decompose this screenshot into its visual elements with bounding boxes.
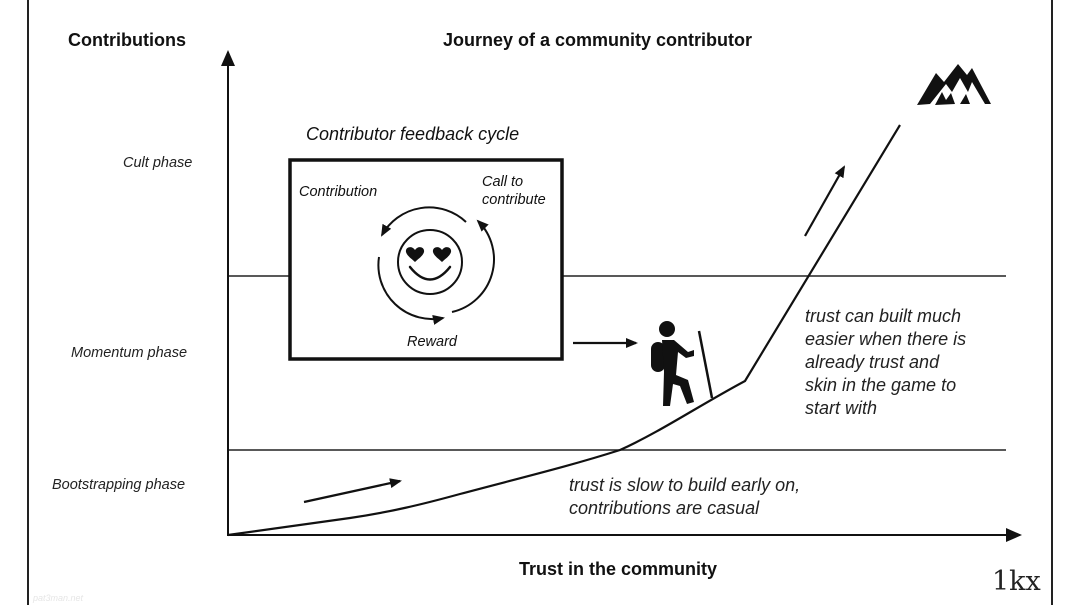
annotation-line: easier when there is [805,329,967,349]
x-axis-label: Trust in the community [519,559,718,579]
y-axis-label: Contributions [68,30,186,50]
feedback-cycle-title: Contributor feedback cycle [306,124,520,144]
annotation-line: trust can built much [805,306,962,326]
frame-left-border [27,0,29,605]
annotation-momentum: trust can built much easier when there i… [805,305,966,420]
annotation-line: trust is slow to build early on, [569,475,801,495]
diagram-title: Journey of a community contributor [443,30,753,50]
annotation-line: contributions are casual [569,498,760,518]
cycle-label-call-to-contribute: Call to contribute [482,173,546,209]
phase-label-cult: Cult phase [123,155,193,171]
hiker-icon [651,321,714,406]
cycle-arrows-icon [377,206,495,325]
annotation-bootstrapping: trust is slow to build early on, contrib… [569,474,800,520]
feedback-cycle-box [288,158,564,361]
bootstrapping-direction-arrow [303,478,402,504]
cycle-label-call-line1: Call to [482,174,524,190]
annotation-line: start with [805,398,878,418]
heart-eyes-smiley-icon [397,229,463,295]
annotation-line: skin in the game to [805,375,957,395]
watermark: pat3man.net [33,593,84,603]
brand-logo: 1kx [992,566,1041,597]
annotation-line: already trust and [805,352,940,372]
cycle-label-contribution: Contribution [299,184,378,200]
phase-label-bootstrapping: Bootstrapping phase [52,477,186,493]
frame-right-border [1051,0,1053,605]
mountain-icon [917,64,991,105]
cycle-label-reward: Reward [407,334,457,350]
journey-curve [227,124,901,537]
phase-label-momentum: Momentum phase [71,345,188,361]
cult-direction-arrow [804,165,845,237]
cycle-label-call-line2: contribute [482,192,546,208]
